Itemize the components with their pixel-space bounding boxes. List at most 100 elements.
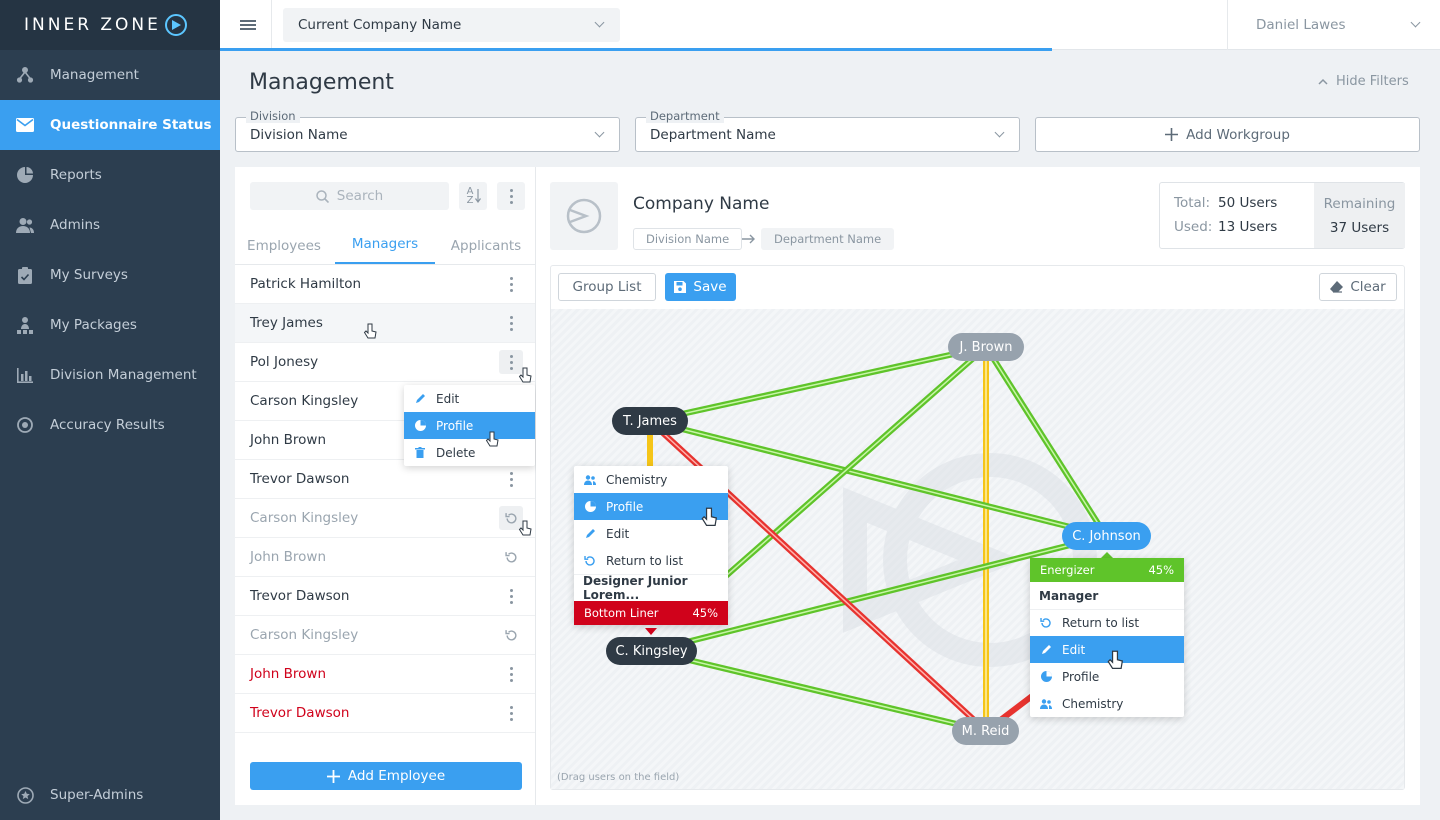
division-select[interactable]: Division Division Name xyxy=(235,109,620,152)
panel-more-icon[interactable] xyxy=(497,182,525,210)
node-menu-edit[interactable]: Edit xyxy=(574,520,728,547)
save-button[interactable]: Save xyxy=(665,273,736,301)
loading-progress-bar xyxy=(220,48,1052,51)
row-more-icon[interactable] xyxy=(499,311,523,335)
tab-managers[interactable]: Managers xyxy=(335,226,435,265)
tab-applicants[interactable]: Applicants xyxy=(450,237,522,254)
pie-chart-icon xyxy=(414,420,426,432)
node-menu-chemistry[interactable]: Chemistry xyxy=(574,466,728,493)
add-workgroup-button[interactable]: Add Workgroup xyxy=(1035,117,1420,152)
group-list-button[interactable]: Group List xyxy=(558,273,656,301)
node-j-brown[interactable]: J. Brown xyxy=(948,333,1024,361)
node-menu-edit[interactable]: Edit xyxy=(1030,636,1184,663)
hide-filters-button[interactable]: Hide Filters xyxy=(1318,74,1409,89)
row-menu-profile[interactable]: Profile xyxy=(404,412,535,439)
row-more-icon[interactable] xyxy=(499,662,523,686)
row-more-icon[interactable] xyxy=(499,467,523,491)
menu-item-label: Profile xyxy=(436,418,474,433)
clear-button[interactable]: Clear xyxy=(1319,273,1397,301)
return-to-list-icon[interactable] xyxy=(499,545,523,569)
tab-employees[interactable]: Employees xyxy=(247,237,321,254)
list-item[interactable]: Trey James xyxy=(235,304,535,343)
plus-icon xyxy=(1165,128,1179,141)
row-more-icon[interactable] xyxy=(499,272,523,296)
search-input[interactable]: Search xyxy=(250,182,449,210)
list-item[interactable]: Carson Kingsley xyxy=(235,382,535,421)
sidebar-item-super-admins[interactable]: Super-Admins xyxy=(0,770,220,820)
list-item[interactable]: John Brown xyxy=(235,538,535,577)
department-select[interactable]: Department Department Name xyxy=(635,109,1020,152)
org-chart-icon xyxy=(16,66,34,84)
list-item[interactable]: John Brown xyxy=(235,421,535,460)
employee-name: Trey James xyxy=(250,315,323,331)
row-menu-edit[interactable]: Edit xyxy=(404,385,535,412)
list-item[interactable]: Patrick Hamilton xyxy=(235,265,535,304)
employee-name: Pol Jonesy xyxy=(250,354,319,370)
list-item[interactable]: Pol Jonesy xyxy=(235,343,535,382)
envelope-icon xyxy=(16,116,34,134)
sort-arrow-icon xyxy=(475,189,481,203)
list-item[interactable]: Carson Kingsley xyxy=(235,616,535,655)
sidebar-item-label: Accuracy Results xyxy=(50,417,165,433)
used-value: 13 Users xyxy=(1218,219,1278,235)
sidebar-item-my-surveys[interactable]: My Surveys xyxy=(0,250,220,300)
total-value: 50 Users xyxy=(1218,195,1278,211)
sidebar-item-accuracy-results[interactable]: Accuracy Results xyxy=(0,400,220,450)
row-more-icon[interactable] xyxy=(499,701,523,725)
sort-alpha-button[interactable]: A Z xyxy=(459,182,487,210)
sidebar-item-admins[interactable]: Admins xyxy=(0,200,220,250)
node-c-kingsley[interactable]: C. Kingsley xyxy=(606,637,697,665)
hand-cursor-icon xyxy=(518,520,532,536)
undo-icon xyxy=(584,555,596,567)
row-more-icon[interactable] xyxy=(499,350,523,374)
app-logo[interactable]: INNER ZONE xyxy=(0,0,220,50)
return-to-list-icon[interactable] xyxy=(499,506,523,530)
row-more-icon[interactable] xyxy=(499,584,523,608)
list-item[interactable]: John Brown xyxy=(235,655,535,694)
remaining-box: Remaining 37 Users xyxy=(1314,183,1405,248)
star-icon xyxy=(16,786,34,804)
return-to-list-icon[interactable] xyxy=(499,623,523,647)
node-menu-return[interactable]: Return to list xyxy=(574,547,728,574)
sidebar-item-management[interactable]: Management xyxy=(0,50,220,100)
eraser-icon xyxy=(1330,281,1344,293)
user-menu[interactable]: Daniel Lawes xyxy=(1227,0,1440,50)
node-menu-return[interactable]: Return to list xyxy=(1030,609,1184,636)
field-hint: (Drag users on the field) xyxy=(557,772,680,783)
row-menu-delete[interactable]: Delete xyxy=(404,439,535,466)
target-icon xyxy=(16,416,34,434)
list-item[interactable]: Trevor Dawson xyxy=(235,577,535,616)
sidebar-item-reports[interactable]: Reports xyxy=(0,150,220,200)
division-crumb[interactable]: Division Name xyxy=(633,228,743,250)
sidebar-item-label: Division Management xyxy=(50,367,197,383)
company-select[interactable]: Current Company Name xyxy=(283,8,620,42)
sidebar-item-my-packages[interactable]: My Packages xyxy=(0,300,220,350)
employee-name: Trevor Dawson xyxy=(250,588,350,604)
clipboard-icon xyxy=(16,266,34,284)
employee-name: Trevor Dawson xyxy=(250,705,350,721)
node-m-reid[interactable]: M. Reid xyxy=(952,717,1019,745)
save-label: Save xyxy=(693,279,727,295)
hand-cursor-icon xyxy=(363,323,377,339)
list-item[interactable]: Trevor Dawson xyxy=(235,460,535,499)
node-c-johnson[interactable]: C. Johnson xyxy=(1062,522,1151,550)
employee-name: John Brown xyxy=(250,432,327,448)
menu-item-label: Return to list xyxy=(1062,616,1140,630)
menu-item-label: Edit xyxy=(1062,642,1086,657)
node-menu-profile[interactable]: Profile xyxy=(1030,663,1184,690)
company-name: Company Name xyxy=(633,194,770,214)
list-item[interactable]: Trevor Dawson xyxy=(235,694,535,733)
division-label: Division xyxy=(246,109,300,123)
node-menu-profile[interactable]: Profile xyxy=(574,493,728,520)
add-employee-button[interactable]: Add Employee xyxy=(250,762,522,790)
sidebar-item-division-management[interactable]: Division Management xyxy=(0,350,220,400)
node-t-james[interactable]: T. James xyxy=(612,407,688,435)
hand-cursor-icon xyxy=(485,431,499,447)
sidebar-item-label: Questionnaire Status xyxy=(50,117,212,133)
hamburger-menu-icon[interactable] xyxy=(224,0,272,50)
node-menu-chemistry[interactable]: Chemistry xyxy=(1030,690,1184,717)
list-item[interactable]: Carson Kingsley xyxy=(235,499,535,538)
sidebar-item-questionnaire-status[interactable]: Questionnaire Status xyxy=(0,100,220,150)
pie-chart-icon xyxy=(16,166,34,184)
department-crumb[interactable]: Department Name xyxy=(761,228,895,250)
